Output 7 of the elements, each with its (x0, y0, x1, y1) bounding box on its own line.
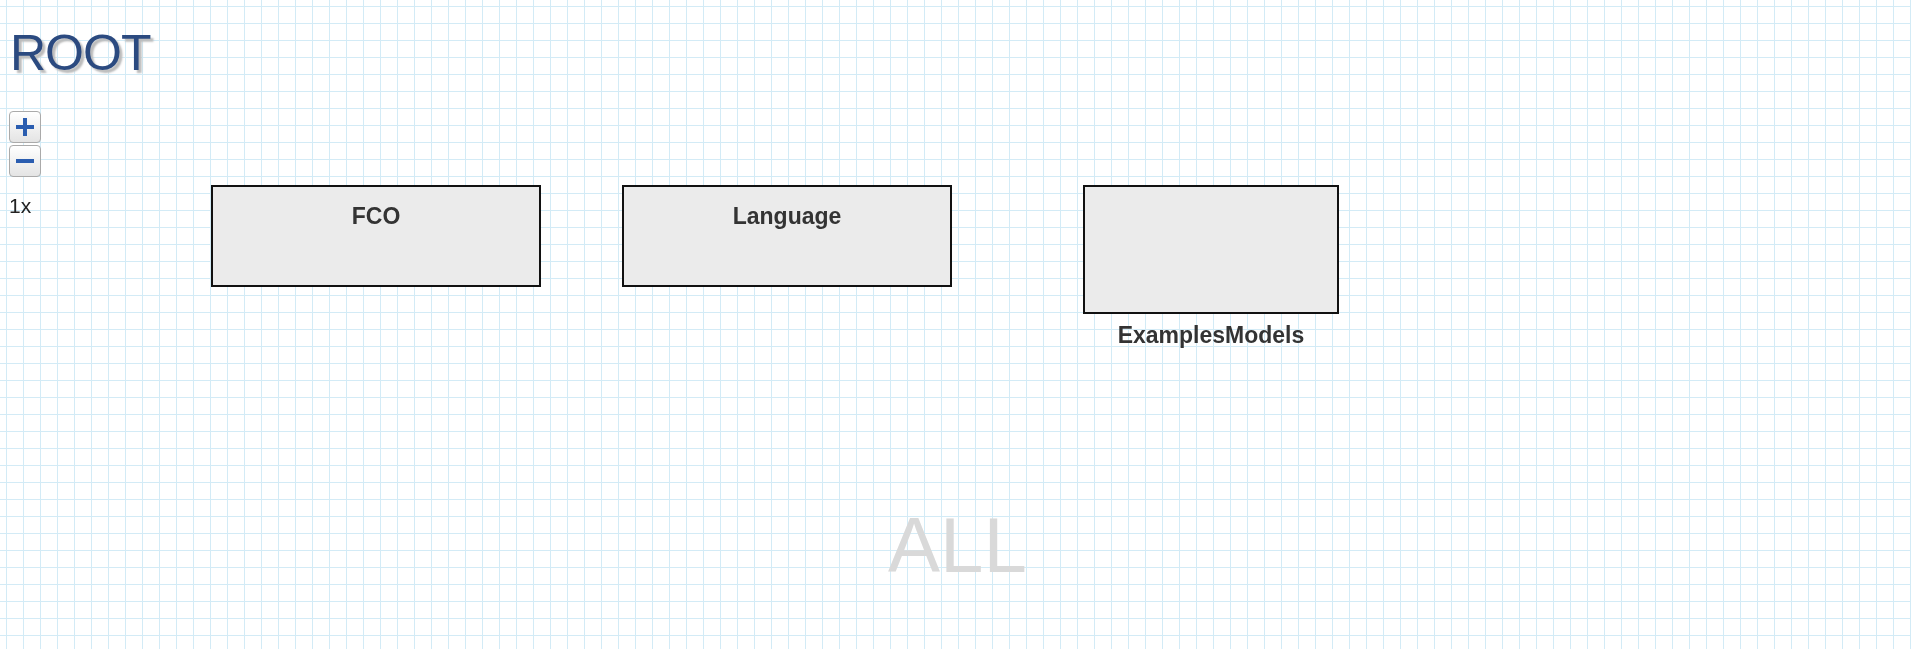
model-name: Language (731, 203, 843, 230)
zoom-level-text: 1x (9, 194, 32, 218)
page-title: ROOT (10, 24, 151, 82)
model-name: ExamplesModels (1116, 322, 1306, 349)
model-name: FCO (350, 203, 402, 230)
model-box (622, 185, 952, 287)
model-box (211, 185, 541, 287)
